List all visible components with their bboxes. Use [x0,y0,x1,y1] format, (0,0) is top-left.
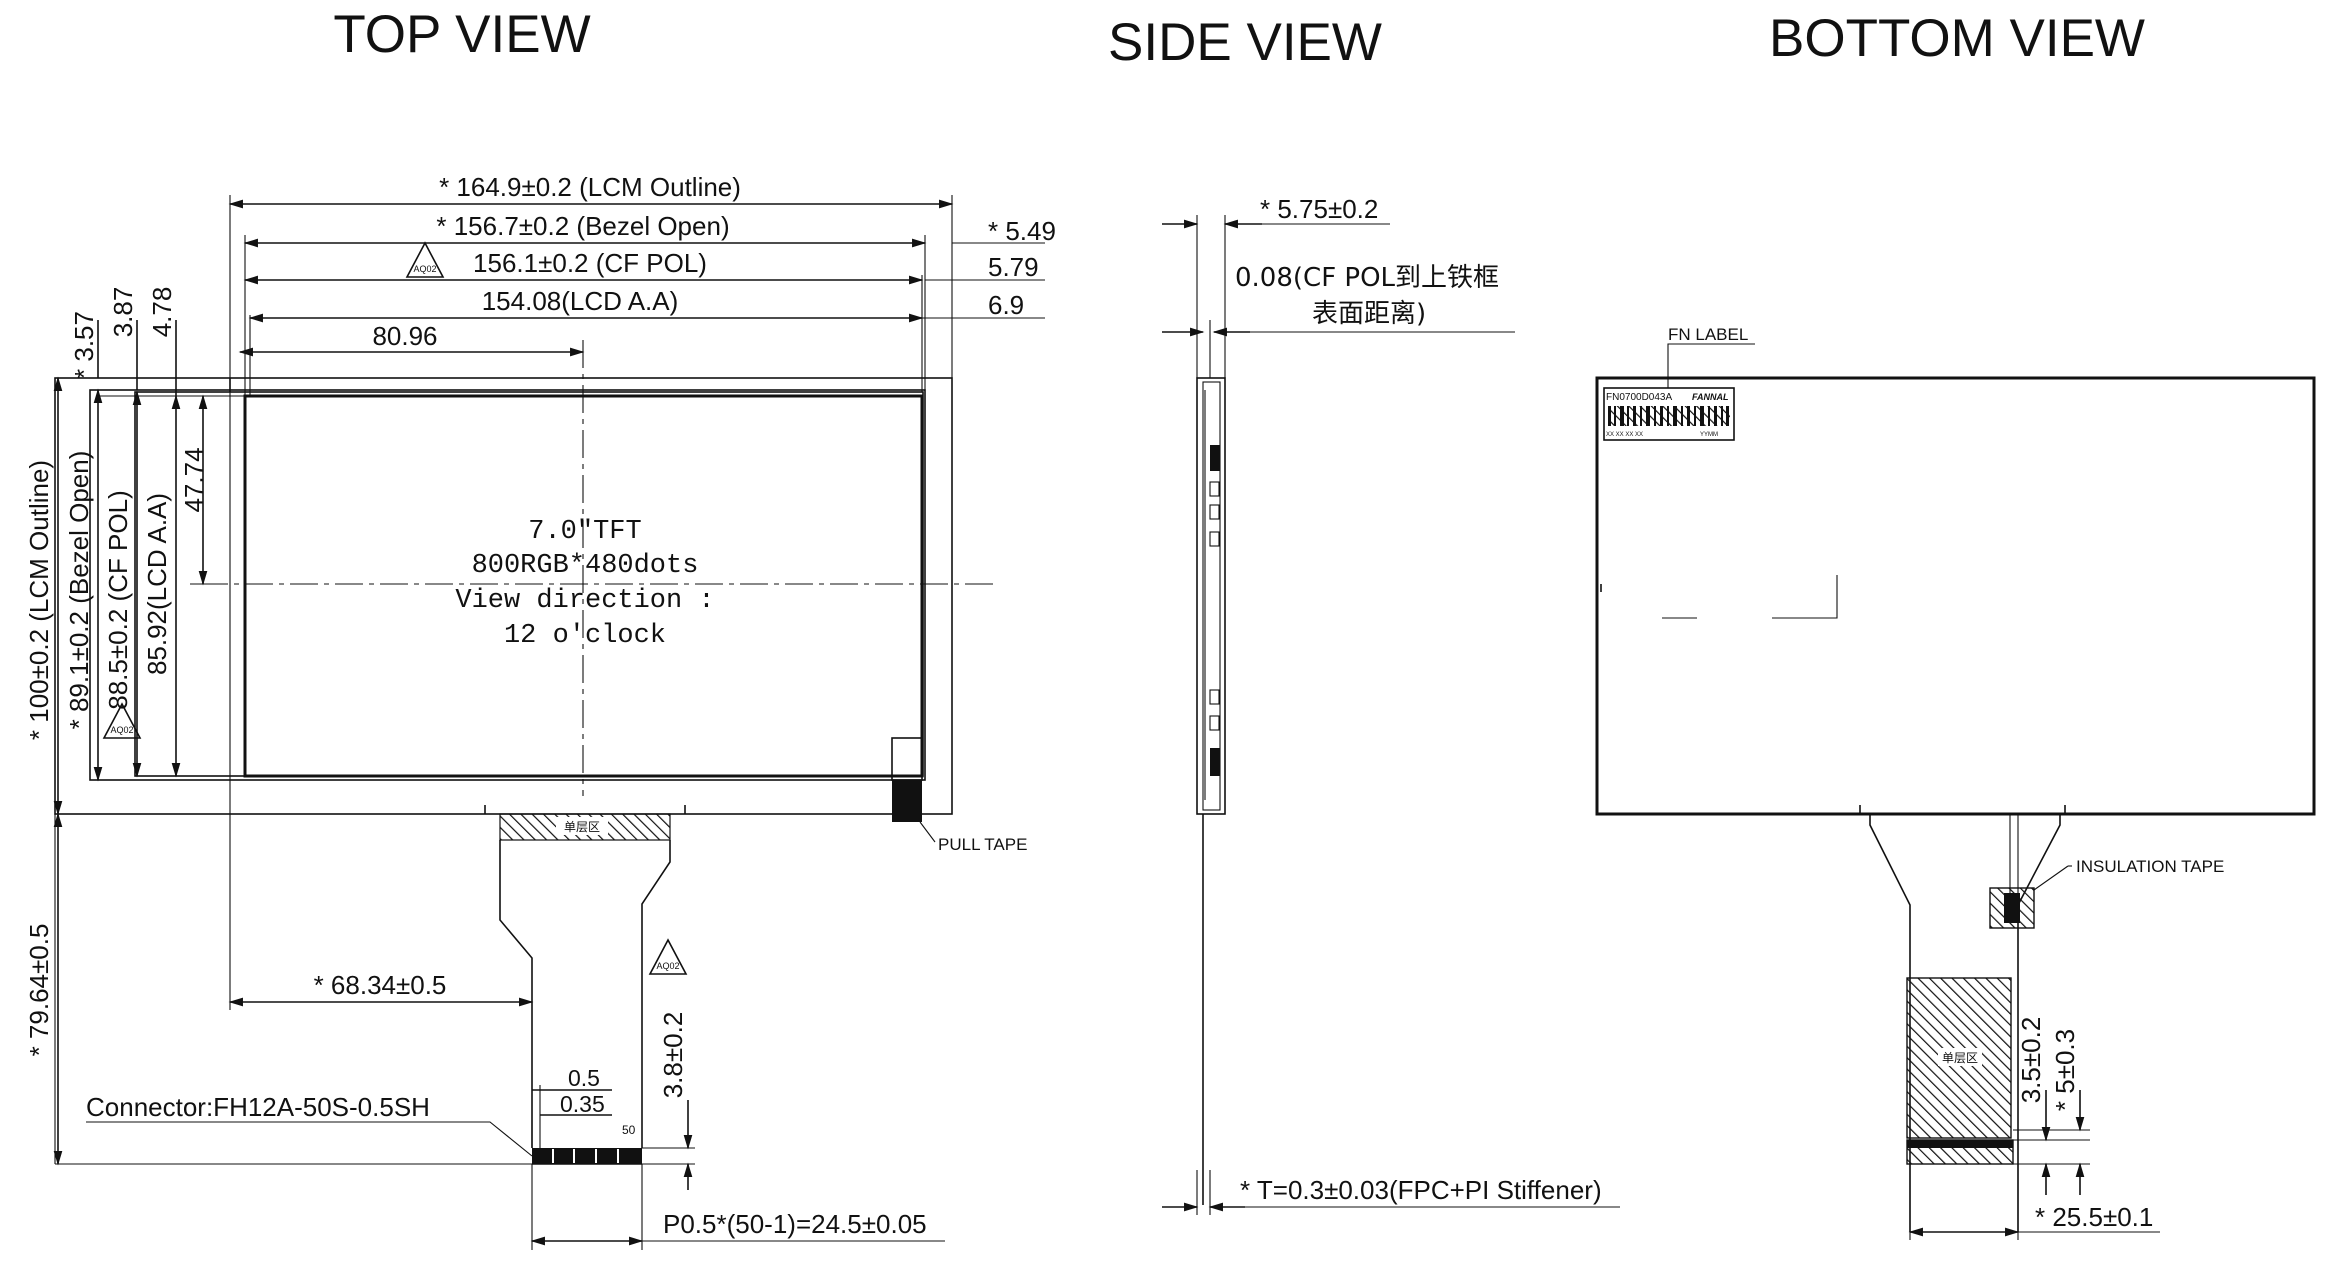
bottom-fpc: 单层区 [1859,805,2066,1232]
panel-view-clock-label: 12 o'clock [504,621,666,651]
svg-text:AQ02: AQ02 [413,264,436,274]
svg-text:AQ02: AQ02 [110,725,133,735]
fn-label-brand: FANNAL [1692,392,1729,402]
pull-tape-label: PULL TAPE [938,835,1027,854]
dim-cf-pol-height-label: 88.5±0.2 (CF POL) [103,490,133,709]
revision-triangle-2: AQ02 [102,702,142,739]
dim-stiffener-35: 3.5±0.2 [2016,1017,2046,1104]
connector-fingers [532,1148,642,1164]
dim-lcm-outline-height: * 100±0.2 (LCM Outline) [24,460,54,740]
fn-label-small-right: YYMM [1700,432,1718,438]
dim-right-549: * 5.49 [988,216,1056,246]
dim-fpc-thickness: * T=0.3±0.03(FPC+PI Stiffener) [1240,1175,1602,1205]
dim-center-y: 47.74 [179,447,209,512]
side-module-body [1196,377,1226,815]
svg-text:单层区: 单层区 [1942,1051,1978,1065]
dim-lcd-aa-height: 85.92(LCD A.A) [142,493,172,675]
dim-finger-length: 3.8±0.2 [658,1012,688,1099]
dim-stiffener-5: * 5±0.3 [2050,1029,2080,1111]
dim-lcm-outline-width: * 164.9±0.2 (LCM Outline) [439,172,741,202]
dim-bezel-open-height: * 89.1±0.2 (Bezel Open) [64,451,94,730]
pull-tape [892,780,922,822]
fn-label-code: FN0700D043A [1606,392,1672,403]
dim-center-x: 80.96 [372,321,437,351]
side-view-title: SIDE VIEW [1108,13,1382,72]
dim-right-69: 6.9 [988,290,1024,320]
top-fpc: 单层区 [484,805,686,1165]
connector-label: Connector:FH12A-50S-0.5SH [86,1092,430,1122]
panel-view-direction-label: View direction : [455,586,714,616]
dim-pitch: P0.5*(50-1)=24.5±0.05 [663,1209,927,1239]
side-view: * 5.75±0.2 0.08(CF POL到上铁框 表面距离) * T=0.3… [1162,194,1620,1215]
pull-tape-outline [891,737,923,781]
top-view: 7.0"TFT 800RGB*480dots View direction : … [24,172,1056,1250]
fn-label-small-left: XX XX XX XX [1606,432,1643,438]
svg-text:AQ02: AQ02 [656,961,679,971]
dim-cf-pol-width: 156.1±0.2 (CF POL) [473,248,707,278]
dim-right-579: 5.79 [988,252,1039,282]
dim-lcd-aa-width: 154.08(LCD A.A) [482,286,679,316]
dim-pol-gap-line1: 0.08(CF POL到上铁框 [1235,263,1499,293]
pin-50-label: 50 [622,1123,636,1137]
dim-gap-035: 0.35 [560,1091,605,1117]
dim-fpc-offset: * 68.34±0.5 [314,970,447,1000]
panel-size-label: 7.0"TFT [528,517,641,547]
dim-left-387: 3.87 [108,287,138,338]
bottom-view: FN0700D043A FANNAL [1595,325,2316,1240]
dim-gap-05: 0.5 [568,1065,600,1091]
dim-left-478: 4.78 [147,287,177,338]
dim-fpc-width: * 25.5±0.1 [2035,1202,2153,1232]
bottom-module-body [1595,376,2316,816]
fn-label: FN0700D043A FANNAL [1603,387,1735,441]
dim-module-thickness: * 5.75±0.2 [1260,194,1378,224]
fn-label-callout: FN LABEL [1668,325,1748,344]
bezel-open [89,389,926,781]
revision-triangle-1: AQ02 [405,241,445,278]
dim-fpc-length: * 79.64±0.5 [24,924,54,1057]
svg-text:单层区: 单层区 [564,820,600,834]
dim-bezel-open-width: * 156.7±0.2 (Bezel Open) [436,211,729,241]
insulation-tape-label: INSULATION TAPE [2076,857,2224,876]
revision-triangle-3: AQ02 [648,938,688,975]
panel-resolution-label: 800RGB*480dots [472,551,699,581]
top-view-title: TOP VIEW [333,5,590,64]
bottom-view-title: BOTTOM VIEW [1769,9,2145,68]
dim-left-357: * 3.57 [69,311,99,379]
dim-pol-gap-line2: 表面距离) [1312,299,1426,329]
